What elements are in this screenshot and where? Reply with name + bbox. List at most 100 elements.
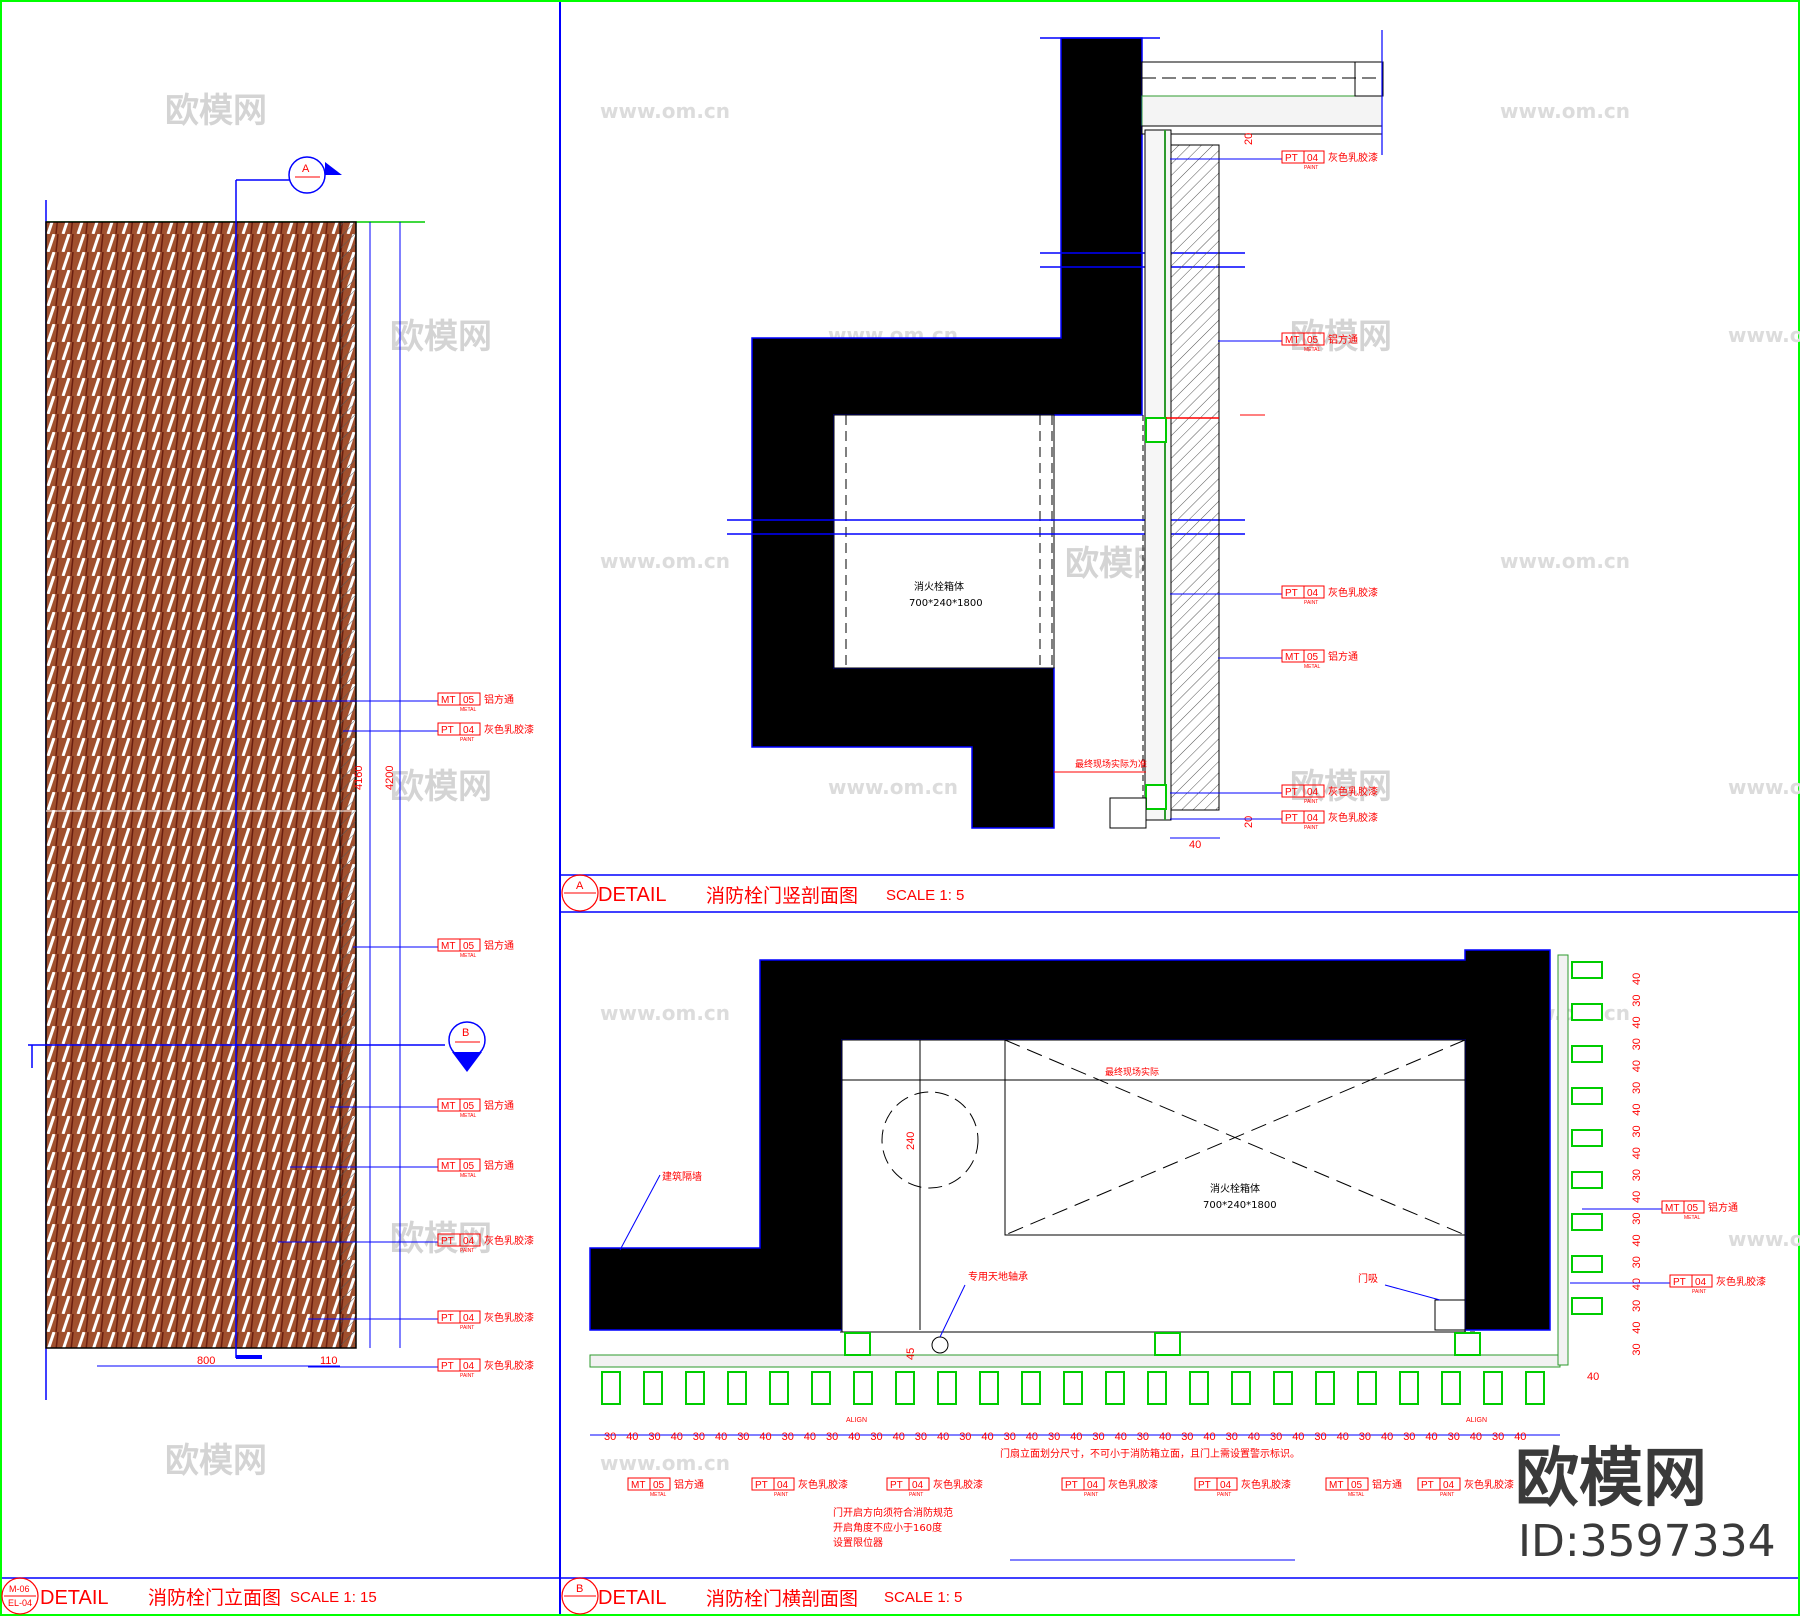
svg-text:PT: PT xyxy=(1673,1277,1686,1288)
section-a-box-size: 700*240*1800 xyxy=(909,598,983,609)
svg-text:PAINT: PAINT xyxy=(1304,165,1318,171)
svg-text:PT: PT xyxy=(890,1480,903,1491)
watermark-url: www.om.cn xyxy=(1728,1227,1800,1251)
strip-dim-label: 30 xyxy=(1226,1431,1238,1443)
section-b-title-name: 消防栓门横剖面图 xyxy=(706,1588,858,1610)
dim-800: 800 xyxy=(197,1355,215,1367)
section-b-tube xyxy=(1357,1371,1377,1405)
callout-pt04-1: PT 04 PAINT 灰色乳胶漆 xyxy=(343,722,534,743)
svg-text:04: 04 xyxy=(1307,153,1319,164)
strip-dim-label: 30 xyxy=(1448,1431,1460,1443)
brand-watermark: 欧模网 ID:3597334 xyxy=(1515,1442,1776,1567)
watermark-url: www.om.cn xyxy=(600,1001,730,1025)
svg-text:04: 04 xyxy=(1307,588,1319,599)
section-b-callout-mt05-b1: MT 05 METAL 铝方通 xyxy=(627,1477,704,1498)
section-b-tube xyxy=(685,1371,705,1405)
section-a-wall xyxy=(751,37,1143,829)
callout-pt04-3: PT 04 PAINT 灰色乳胶漆 xyxy=(308,1310,534,1331)
strip-dim-label: 30 xyxy=(826,1431,838,1443)
watermark-text: 欧模网 xyxy=(1290,317,1392,357)
side-dim-label: 40 xyxy=(1631,1016,1643,1028)
svg-text:MT: MT xyxy=(1329,1480,1343,1491)
section-b-box-size: 700*240*1800 xyxy=(1203,1200,1277,1211)
svg-text:MT: MT xyxy=(441,695,455,706)
svg-text:04: 04 xyxy=(1307,813,1319,824)
section-b-tube xyxy=(1483,1371,1503,1405)
section-b-tube xyxy=(1399,1371,1419,1405)
watermark-text: 欧模网 xyxy=(390,317,492,357)
section-b-title-bar: B DETAIL 消防栓门横剖面图 SCALE 1: 5 xyxy=(560,1577,1798,1615)
strip-dim-label: 40 xyxy=(937,1431,949,1443)
section-b-tube xyxy=(937,1371,957,1405)
strip-dim-label: 40 xyxy=(1292,1431,1304,1443)
svg-text:PAINT: PAINT xyxy=(909,1492,923,1498)
section-b-tube-row xyxy=(601,1371,1545,1405)
svg-text:铝方通: 铝方通 xyxy=(484,939,514,952)
watermark-url: www.om.cn xyxy=(600,1451,730,1475)
svg-text:05: 05 xyxy=(463,1161,475,1172)
svg-text:铝方通: 铝方通 xyxy=(1328,650,1358,663)
side-dim-label: 30 xyxy=(1631,1300,1643,1312)
strip-dim-label: 40 xyxy=(671,1431,683,1443)
elevation-title-bar: M-06 EL-04 DETAIL 消防栓门立面图 SCALE 1: 15 xyxy=(1,1577,560,1615)
svg-text:05: 05 xyxy=(653,1480,665,1491)
svg-text:PT: PT xyxy=(1421,1480,1434,1491)
section-b-stop-label: 门吸 xyxy=(1358,1272,1378,1285)
strip-dim-label: 30 xyxy=(604,1431,616,1443)
section-b-side-tube xyxy=(1571,1087,1603,1105)
side-dim-label: 40 xyxy=(1631,973,1643,985)
section-b-side-tube xyxy=(1571,1255,1603,1273)
section-b-tube xyxy=(643,1371,663,1405)
section-b-note-angle: 开启角度不应小于160度 xyxy=(833,1521,942,1534)
brand-id: ID:3597334 xyxy=(1518,1516,1776,1567)
side-dim-label: 30 xyxy=(1631,1343,1643,1355)
section-b-badge-label: B xyxy=(576,1583,583,1595)
section-a-dim-20-bottom: 20 xyxy=(1243,816,1255,828)
section-a-dim-20-top: 20 xyxy=(1243,133,1255,145)
svg-text:铝方通: 铝方通 xyxy=(1328,333,1358,346)
strip-dim-label: 40 xyxy=(1337,1431,1349,1443)
elevation-drawing: 4160 4200 800 110 A B xyxy=(28,156,486,1400)
section-b-tube xyxy=(853,1371,873,1405)
svg-text:METAL: METAL xyxy=(650,1492,667,1498)
svg-text:灰色乳胶漆: 灰色乳胶漆 xyxy=(1716,1275,1766,1288)
svg-text:PAINT: PAINT xyxy=(1084,1492,1098,1498)
svg-text:MT: MT xyxy=(1285,652,1299,663)
section-a-badge-label: A xyxy=(576,880,584,892)
strip-dim-label: 30 xyxy=(737,1431,749,1443)
svg-text:铝方通: 铝方通 xyxy=(1372,1478,1402,1491)
section-b-title-badge xyxy=(561,1577,599,1615)
strip-dim-label: 30 xyxy=(1270,1431,1282,1443)
svg-text:PAINT: PAINT xyxy=(1217,1492,1231,1498)
strip-dim-label: 30 xyxy=(1359,1431,1371,1443)
section-b-site-note: 最终现场实际 xyxy=(1105,1066,1159,1078)
section-b-callout-pt04-b5: PT 04 PAINT 灰色乳胶漆 xyxy=(1417,1477,1514,1498)
svg-text:灰色乳胶漆: 灰色乳胶漆 xyxy=(1328,151,1378,164)
strip-dim-label: 40 xyxy=(715,1431,727,1443)
svg-text:PT: PT xyxy=(441,725,454,736)
side-dim-label: 40 xyxy=(1631,1322,1643,1334)
watermark-url: www.om.cn xyxy=(1500,549,1630,573)
strip-dim-label: 30 xyxy=(1403,1431,1415,1443)
strip-dim-label: 40 xyxy=(1159,1431,1171,1443)
svg-text:PAINT: PAINT xyxy=(1304,825,1318,831)
side-dim-label: 40 xyxy=(1631,1191,1643,1203)
section-a-title-badge xyxy=(561,874,599,912)
watermark-text: 欧模网 xyxy=(390,1219,492,1259)
section-marker-b-label: B xyxy=(462,1027,469,1039)
strip-dim-label: 40 xyxy=(981,1431,993,1443)
section-b-callout-pt04-b3: PT 04 PAINT 灰色乳胶漆 xyxy=(1061,1477,1158,1498)
dim-4200: 4200 xyxy=(384,766,396,790)
svg-text:铝方通: 铝方通 xyxy=(484,1159,514,1172)
callout-mt05-4: MT 05 METAL 铝方通 xyxy=(290,1158,514,1179)
svg-text:04: 04 xyxy=(1307,787,1319,798)
svg-text:PT: PT xyxy=(441,1361,454,1372)
section-marker-a-label: A xyxy=(302,163,310,175)
svg-text:PT: PT xyxy=(1285,153,1298,164)
section-b-note-divisions: 门扇立面划分尺寸，不可小于消防箱立面，且门上需设置警示标识。 xyxy=(1000,1447,1300,1460)
watermark-url: www.om.cn xyxy=(1728,775,1800,799)
section-b-tube xyxy=(1441,1371,1461,1405)
strip-dim-label: 40 xyxy=(804,1431,816,1443)
svg-text:04: 04 xyxy=(777,1480,789,1491)
